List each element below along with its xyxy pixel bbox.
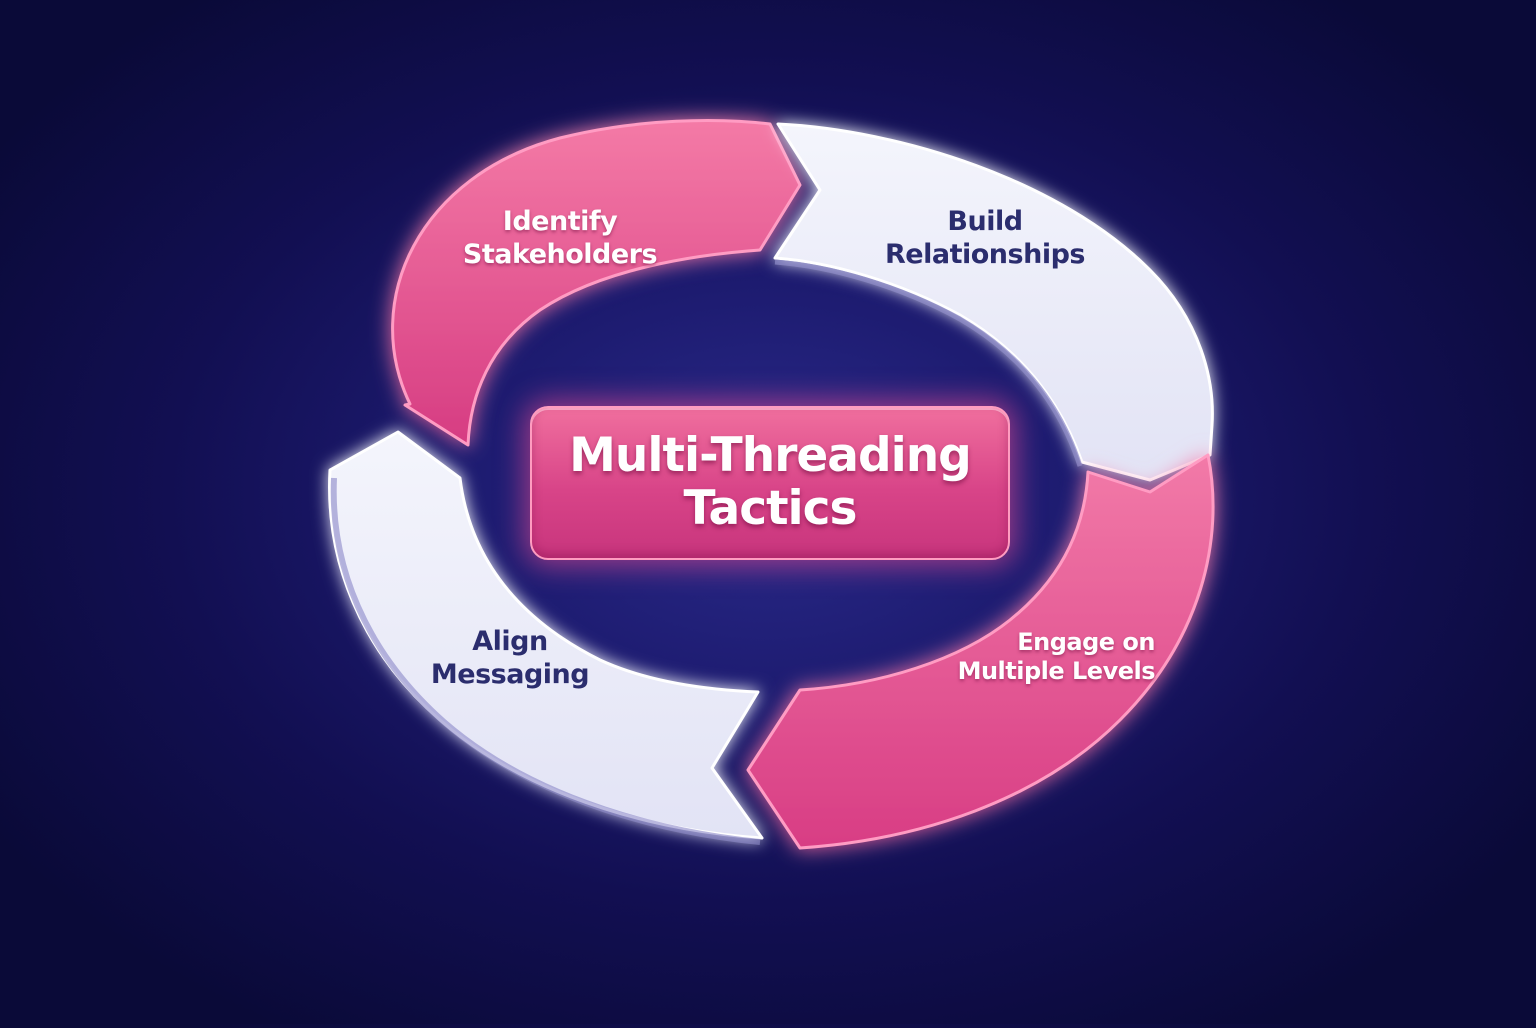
- label-build-relationships: Build Relationships: [870, 206, 1100, 272]
- segment-identify-stakeholders: [391, 119, 802, 447]
- label-line: Messaging: [430, 658, 590, 690]
- label-engage-multiple-levels: Engage on Multiple Levels: [935, 628, 1156, 687]
- segment-build-relationships: [773, 122, 1214, 482]
- title-line-2: Tactics: [683, 481, 858, 536]
- label-line: Multiple Levels: [957, 657, 1156, 686]
- label-line: Identify: [502, 206, 618, 237]
- label-line: Engage on: [1017, 628, 1155, 656]
- segment-engage-multiple-levels: [746, 453, 1215, 850]
- label-line: Align: [472, 626, 548, 657]
- segment-align-messaging: [328, 430, 764, 845]
- label-identify-stakeholders: Identify Stakeholders: [440, 206, 680, 272]
- label-line: Relationships: [885, 238, 1085, 270]
- title-line-1: Multi-Threading: [569, 428, 972, 484]
- center-title-box: Multi-Threading Tactics: [530, 406, 1010, 560]
- label-line: Build: [947, 206, 1023, 237]
- label-align-messaging: Align Messaging: [420, 626, 600, 692]
- label-line: Stakeholders: [462, 238, 658, 270]
